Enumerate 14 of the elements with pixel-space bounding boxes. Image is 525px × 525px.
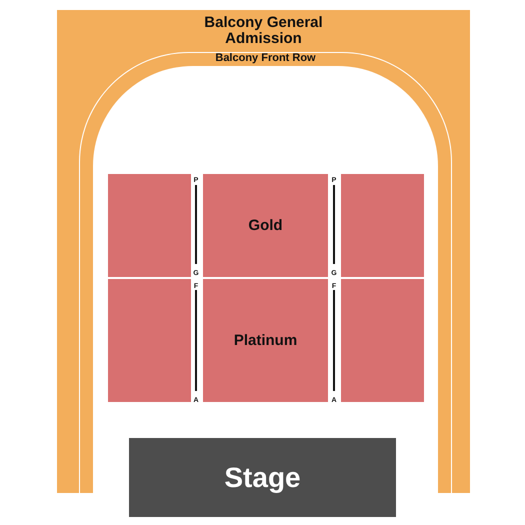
floor-section [203,174,328,277]
section-label: Balcony General Admission [203,15,324,46]
floor-section [341,174,424,277]
floor-section [341,279,424,402]
floor-section [108,174,191,277]
section-label: Gold [248,218,283,234]
section-label: Platinum [234,332,298,348]
floor-section [108,279,191,402]
floor-section [203,279,328,402]
section-label: Balcony Front Row [215,53,316,65]
balcony-section [57,10,470,493]
stage [129,438,396,517]
balcony-front-row-section [79,52,452,493]
stage-label: Stage [224,462,301,492]
